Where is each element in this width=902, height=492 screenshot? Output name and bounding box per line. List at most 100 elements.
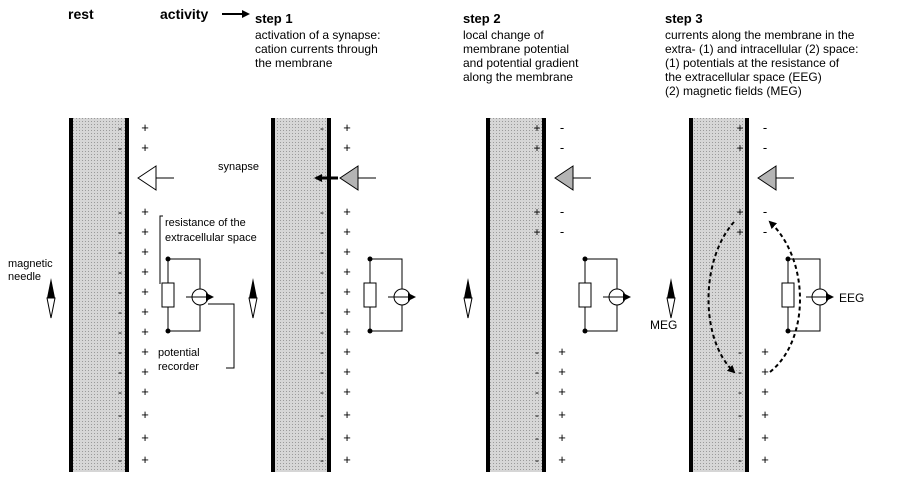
inner-charge: + (736, 205, 743, 219)
outer-charge: + (343, 204, 351, 219)
step-1-description: activation of a synapse: cation currents… (255, 28, 380, 70)
inner-charge: - (320, 265, 324, 279)
membrane-inner-wall (486, 118, 490, 472)
step-1-line: the membrane (255, 56, 333, 70)
membrane-inner-wall (271, 118, 275, 472)
step-2-line: local change of (463, 28, 544, 42)
outer-charge: - (763, 204, 767, 219)
magnetic-needle-label: magnetic (8, 258, 53, 270)
outer-charge: + (343, 364, 351, 379)
inner-charge: - (118, 453, 122, 467)
outer-charge: + (343, 430, 351, 445)
inner-charge: - (118, 385, 122, 399)
inner-charge: - (320, 141, 324, 155)
inner-charge: - (320, 431, 324, 445)
inner-charge: - (118, 431, 122, 445)
synapse-terminal (339, 165, 359, 191)
magnetic-needle-icon (666, 297, 676, 319)
inner-charge: + (533, 121, 540, 135)
step-1-line: activation of a synapse: (255, 28, 381, 42)
inner-charge: - (535, 385, 539, 399)
step-3-line: currents along the membrane in the (665, 28, 855, 42)
step-3-line: extra- (1) and intracellular (2) space: (665, 42, 859, 56)
header-step-3: step 3 (665, 11, 703, 26)
outer-charge: + (141, 264, 149, 279)
outer-charge: + (141, 452, 149, 467)
inner-charge: - (535, 408, 539, 422)
potential-recorder-label: recorder (158, 361, 199, 373)
inner-charge: - (320, 453, 324, 467)
membrane-inner-wall (689, 118, 693, 472)
step-2-line: membrane potential (463, 42, 570, 56)
outer-charge: - (560, 120, 564, 135)
inner-charge: - (320, 205, 324, 219)
inner-charge: - (118, 305, 122, 319)
inner-charge: - (535, 345, 539, 359)
outer-charge: + (761, 364, 769, 379)
eeg-label: EEG (839, 291, 864, 305)
outer-charge: + (141, 304, 149, 319)
magnetic-needle-icon (463, 297, 473, 319)
inner-charge: + (736, 225, 743, 239)
electrode-dot (785, 328, 791, 334)
outer-charge: - (763, 140, 767, 155)
electrode-dot (165, 328, 171, 334)
electrode-dot (367, 328, 373, 334)
inner-charge: - (535, 365, 539, 379)
outer-charge: + (343, 244, 351, 259)
inner-charge: - (118, 225, 122, 239)
electrode-dot (367, 256, 373, 262)
outer-charge: + (343, 264, 351, 279)
resistor (363, 282, 377, 308)
resistance-label: resistance of the (165, 217, 246, 229)
inner-charge: - (320, 385, 324, 399)
outer-charge: + (761, 430, 769, 445)
outer-charge: + (761, 384, 769, 399)
step-3-line: the extracellular space (EEG) (665, 70, 822, 84)
inner-charge: - (320, 121, 324, 135)
circuit-wire (167, 258, 201, 332)
synapse-terminal (137, 165, 157, 191)
outer-charge: + (343, 384, 351, 399)
inner-charge: - (118, 285, 122, 299)
outer-charge: + (141, 430, 149, 445)
inner-charge: + (533, 205, 540, 219)
magnetic-needle-icon (46, 297, 56, 319)
outer-charge: + (343, 324, 351, 339)
synapse-terminal (554, 165, 574, 191)
inner-charge: - (118, 265, 122, 279)
resistor (578, 282, 592, 308)
inner-charge: - (320, 345, 324, 359)
step-3-description: currents along the membrane in the extra… (665, 28, 858, 98)
outer-charge: + (558, 452, 566, 467)
magnetic-needle-icon (248, 297, 258, 319)
magnetic-needle-icon (47, 278, 55, 298)
inner-charge: - (320, 285, 324, 299)
outer-charge: + (343, 224, 351, 239)
inner-charge: - (535, 453, 539, 467)
step-2-line: along the membrane (463, 70, 574, 84)
meg-label: MEG (650, 318, 677, 332)
outer-charge: - (560, 140, 564, 155)
circuit-wire (584, 258, 618, 332)
membrane-strip (487, 118, 543, 472)
synapse-label: synapse (218, 161, 259, 173)
step-3-line: (1) potentials at the resistance of (665, 56, 840, 70)
outer-charge: + (761, 407, 769, 422)
membrane-inner-wall (69, 118, 73, 472)
outer-charge: - (560, 204, 564, 219)
membrane-strip (70, 118, 126, 472)
inner-charge: - (118, 245, 122, 259)
outer-charge: + (343, 452, 351, 467)
electrode-dot (165, 256, 171, 262)
inner-charge: - (118, 408, 122, 422)
inner-charge: - (320, 325, 324, 339)
inner-charge: - (320, 245, 324, 259)
header-step-2: step 2 (463, 11, 501, 26)
outer-charge: - (763, 120, 767, 135)
outer-charge: + (141, 384, 149, 399)
outer-charge: + (141, 344, 149, 359)
inner-charge: - (738, 345, 742, 359)
resistance-bracket (159, 215, 163, 284)
